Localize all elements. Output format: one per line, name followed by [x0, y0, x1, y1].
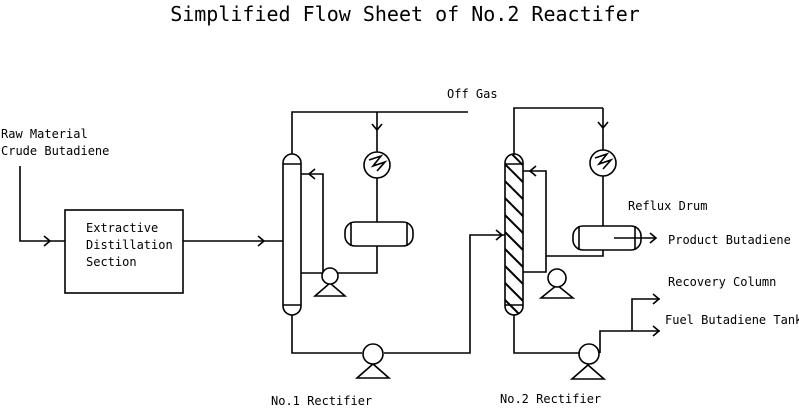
- condenser-2-icon: [589, 108, 617, 226]
- fuel-butadiene-tank-label: Fuel Butadiene Tank: [665, 313, 799, 327]
- reflux-return-1: [301, 168, 378, 274]
- product-butadiene-line: [614, 232, 658, 244]
- rectifier-1-label: No.1 Rectifier: [271, 394, 372, 408]
- condenser-1-icon: [363, 112, 391, 222]
- reflux-pump-1-icon: [312, 267, 348, 297]
- bottoms-pump-2-icon: [569, 343, 607, 380]
- bottoms-transfer-line: [291, 229, 505, 354]
- recovery-column-label: Recovery Column: [668, 275, 776, 289]
- product-butadiene-label: Product Butadiene: [668, 233, 791, 247]
- diagram-title: Simplified Flow Sheet of No.2 Reactifer: [170, 2, 640, 26]
- rectifier-2-column: [504, 153, 524, 316]
- rectifier-1-column: [282, 153, 302, 316]
- box-to-rectifier1-line: [183, 235, 283, 247]
- extractive-label-1: Extractive: [86, 221, 158, 235]
- rectifier-2-label: No.2 Rectifier: [500, 392, 601, 406]
- feed-line: [19, 166, 65, 247]
- extractive-distillation-box: [64, 209, 184, 294]
- reflux-return-2: [523, 165, 604, 273]
- reflux-pump-2-icon: [538, 268, 576, 299]
- extractive-label-2: Distillation: [86, 238, 173, 252]
- transfer-pump-icon: [354, 343, 392, 379]
- reflux-drum-1: [344, 221, 414, 247]
- raw-material-label-2: Crude Butadiene: [1, 144, 109, 158]
- extractive-label-3: Section: [86, 255, 137, 269]
- overhead-line-2: [513, 107, 603, 154]
- off-gas-label: Off Gas: [447, 87, 498, 101]
- bottoms-line-2: [513, 293, 661, 354]
- raw-material-label-1: Raw Material: [1, 127, 88, 141]
- off-gas-line: [291, 111, 468, 154]
- reflux-drum-label: Reflux Drum: [628, 199, 707, 213]
